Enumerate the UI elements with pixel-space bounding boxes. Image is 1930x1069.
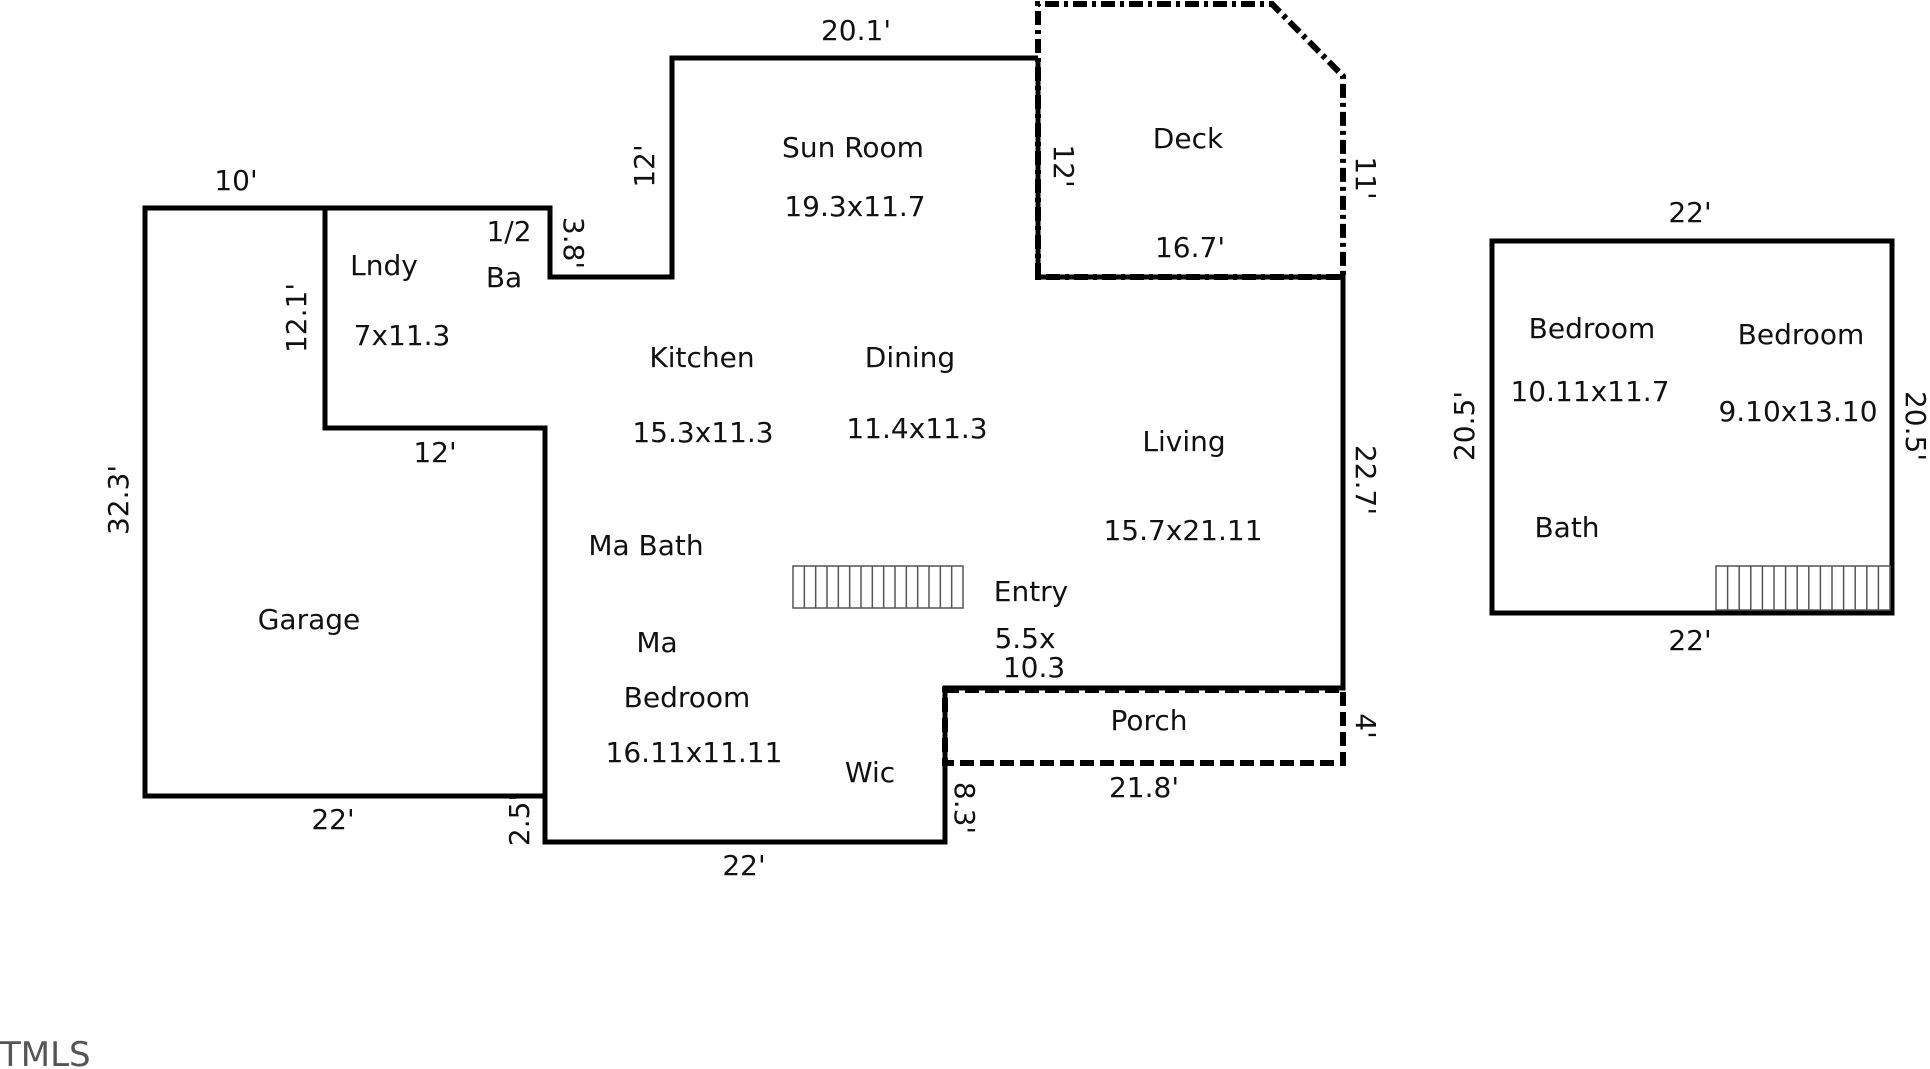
main-house-walls [542,58,1346,845]
dim-garage-inner-top: 12' [413,436,456,469]
dim-upper-top: 22' [1668,196,1711,229]
dim-garage-top: 10' [214,164,257,197]
dim-deck-right: 11' [1349,156,1382,199]
room-dining-name: Dining [865,341,955,374]
dim-main-bottom: 22' [722,849,765,882]
dim-wic-step: 8.3' [948,782,981,834]
room-deck-name: Deck [1153,122,1224,155]
watermark-logo: TMLS [0,1035,91,1069]
dim-living-right: 22.7' [1349,445,1382,515]
dim-deck-left: 12' [1047,144,1080,187]
room-dining-size: 11.4x11.3 [846,412,987,445]
dim-porch-right: 4' [1349,713,1382,739]
dim-sunroom-top: 20.1' [821,14,891,47]
dim-garage-left: 32.3' [102,465,135,535]
stair-outline [792,565,964,609]
room-bedroom1-name: Bedroom [1529,312,1656,345]
room-bedroom1-size: 10.11x11.7 [1510,375,1669,408]
dim-upper-left: 20.5' [1448,391,1481,461]
upper-floor-walls [1489,238,1895,616]
room-entry-name: Entry [994,575,1069,608]
porch-outline [942,687,1346,766]
dim-garage-bottom: 22' [311,803,354,836]
room-sunroom-name: Sun Room [782,131,924,164]
room-laundry-name: Lndy [350,249,418,282]
upper-stairs [1715,565,1891,611]
dim-small-step: 2.5' [503,794,536,846]
room-master-bedroom-size: 16.11x11.11 [606,736,783,769]
room-half-bath-line2: Ba [486,261,522,294]
room-laundry-size: 7x11.3 [354,319,451,352]
room-entry-size-line1: 5.5x [994,622,1055,655]
room-sunroom-size: 19.3x11.7 [784,190,925,223]
room-living-name: Living [1142,425,1225,458]
dim-half-bath-right: 3.8' [557,217,590,269]
dim-laundry-left: 12.1' [280,283,313,353]
room-living-size: 15.7x21.11 [1103,514,1262,547]
room-kitchen-size: 15.3x11.3 [632,416,773,449]
dim-deck-bottom: 16.7' [1155,231,1225,264]
room-wic-name: Wic [845,756,895,789]
main-stairs [792,565,964,609]
laundry-walls [325,55,1038,280]
room-master-bath-name: Ma Bath [588,529,703,562]
stair-outline [1715,565,1891,611]
room-bedroom2-size: 9.10x13.10 [1718,395,1877,428]
dim-porch-bottom: 21.8' [1109,771,1179,804]
dim-upper-bottom: 22' [1668,624,1711,657]
room-garage-name: Garage [258,603,361,636]
garage-walls [142,205,548,799]
room-bath-name: Bath [1534,511,1599,544]
room-half-bath-line1: 1/2 [486,215,531,248]
room-master-bedroom-line1: Ma [636,626,677,659]
deck-outline [1035,1,1346,280]
room-bedroom2-name: Bedroom [1738,318,1865,351]
dim-sunroom-left: 12' [628,144,661,187]
room-porch-name: Porch [1110,704,1187,737]
room-kitchen-name: Kitchen [649,341,754,374]
room-entry-size-line2: 10.3 [1003,651,1065,684]
room-master-bedroom-line2: Bedroom [624,681,751,714]
dim-upper-right: 20.5' [1899,391,1930,461]
